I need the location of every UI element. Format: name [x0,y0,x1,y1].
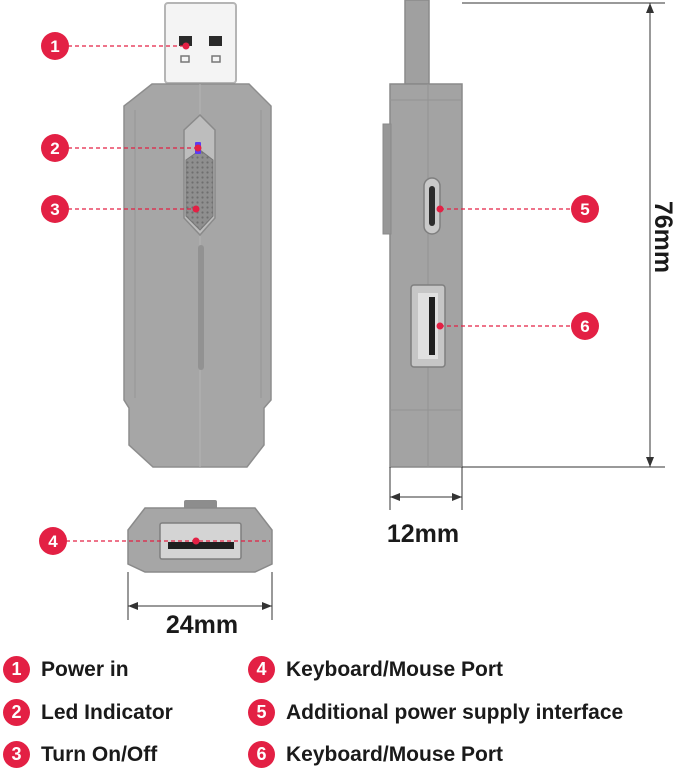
legend-item-2: 2 Led Indicator [3,699,173,726]
callout-badge-3 [41,195,69,223]
usb-a-plug [164,2,237,84]
callout-number: 1 [50,37,59,56]
dimension-width: 24mm [166,611,238,639]
callout-badges [39,32,599,555]
callout-number: 6 [580,317,589,336]
side-plug [404,0,430,85]
legend-item-3: 3 Turn On/Off [3,741,157,768]
callout-number: 3 [50,200,59,219]
legend-badge: 5 [248,699,275,726]
callout-badge-1 [41,32,69,60]
legend-label: Power in [41,657,129,681]
legend-label: Led Indicator [41,700,173,724]
dimension-lines [127,2,665,620]
callout-dots [182,42,444,545]
callout-badge-4 [39,527,67,555]
legend-badge: 3 [3,741,30,768]
front-body [123,83,272,468]
legend-item-5: 5 Additional power supply interface [248,699,623,726]
callout-number: 2 [50,139,59,158]
callout-badge-6 [571,312,599,340]
legend-badge: 1 [3,656,30,683]
front-view-device [123,2,272,468]
dimension-depth: 12mm [387,520,459,548]
callout-number: 5 [580,200,589,219]
bottom-view-device [127,500,273,573]
callout-number: 4 [48,532,58,551]
callout-lines [66,45,572,542]
legend-badge: 2 [3,699,30,726]
legend-item-4: 4 Keyboard/Mouse Port [248,656,503,683]
legend-badge: 6 [248,741,275,768]
callout-badge-2 [41,134,69,162]
legend-label: Turn On/Off [41,742,158,766]
legend-label: Keyboard/Mouse Port [286,742,504,766]
callout-badge-5 [571,195,599,223]
dimension-height: 76mm [649,201,677,273]
side-view-device [382,0,463,468]
legend-label: Keyboard/Mouse Port [286,657,504,681]
legend-badge: 4 [248,656,275,683]
legend-item-1: 1 Power in [3,656,129,683]
legend-item-6: 6 Keyboard/Mouse Port [248,741,503,768]
legend-label: Additional power supply interface [286,700,624,724]
